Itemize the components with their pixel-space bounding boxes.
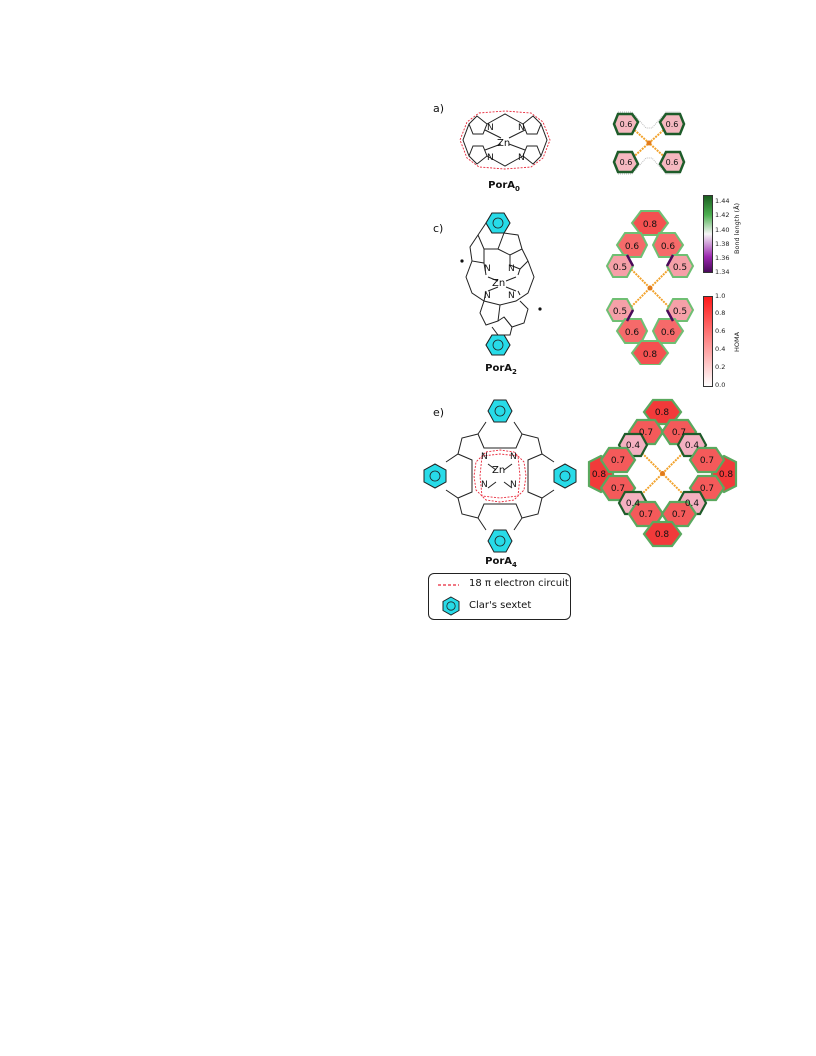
homa-map-pora0: 0.6 0.6 0.6 0.6 [612,111,686,175]
homa-value: 0.4 [685,441,700,451]
zn-atom: Zn [492,278,506,289]
n-atom: N [484,264,491,274]
legend: 18 π electron circuit Clar's sextet [428,573,571,620]
n-atom: N [484,291,491,301]
homa-value: 0.8 [655,530,670,540]
homa-value: 0.8 [643,220,658,230]
molecule-name-pora0: PorA0 [488,180,520,193]
bond-length-colorbar-title: Bond length (Å) [733,202,741,254]
homa-value: 0.4 [626,499,641,509]
colorbar-tick: 0.2 [715,363,726,371]
n-atom: N [487,123,494,133]
zn-atom: Zn [497,138,511,149]
n-atom: N [481,480,488,490]
homa-value: 0.6 [625,328,640,338]
homa-value: 0.5 [673,307,687,317]
homa-value: 0.8 [592,470,607,480]
homa-value: 0.6 [625,242,640,252]
n-atom: N [518,153,525,163]
homa-value: 0.7 [611,484,625,494]
homa-colorbar [703,296,713,387]
legend-sextet-label: Clar's sextet [469,600,532,611]
homa-value: 0.8 [643,350,658,360]
colorbar-tick: 1.36 [715,254,730,262]
pora4-structure [423,399,577,553]
homa-value: 0.6 [666,158,679,167]
homa-value: 0.6 [661,328,676,338]
panel-label-e: e) [433,406,445,419]
n-atom: N [510,452,517,462]
homa-value: 0.5 [673,263,687,273]
homa-value: 0.7 [639,428,653,438]
homa-map-pora2: 0.8 0.6 0.6 0.5 0.5 0.5 0.5 0.6 0.6 0.8 [605,210,695,365]
homa-value: 0.6 [661,242,676,252]
colorbar-tick: 0.6 [715,327,726,335]
n-atom: N [510,480,517,490]
pora0-structure [459,110,551,170]
bond-length-colorbar [703,195,713,273]
homa-value: 0.7 [639,510,653,520]
homa-value: 0.7 [672,510,686,520]
n-atom: N [508,291,515,301]
n-atom: N [508,264,515,274]
homa-value: 0.7 [700,456,714,466]
molecule-name-pora2: PorA2 [485,363,517,376]
homa-colorbar-title: HOMA [733,331,741,352]
homa-value: 0.6 [666,120,679,129]
colorbar-tick: 1.38 [715,240,730,248]
colorbar-tick: 0.4 [715,345,726,353]
homa-value: 0.7 [700,484,714,494]
colorbar-tick: 1.40 [715,226,730,234]
homa-value: 0.5 [613,307,627,317]
panel-label-c: c) [433,222,444,235]
colorbar-tick: 0.0 [715,381,726,389]
homa-value: 0.8 [719,470,734,480]
circuit-dash-icon [438,584,459,586]
n-atom: N [481,452,488,462]
legend-circuit-label: 18 π electron circuit [469,578,569,589]
colorbar-tick: 1.34 [715,268,730,276]
colorbar-tick: 1.44 [715,197,730,205]
homa-value: 0.4 [626,441,641,451]
homa-value: 0.7 [611,456,625,466]
colorbar-tick: 0.8 [715,309,726,317]
sextet-hexagon-icon [442,596,460,616]
panel-label-a: a) [433,102,445,115]
colorbar-tick: 1.42 [715,211,730,219]
homa-value: 0.8 [655,408,670,418]
pora2-structure [460,212,542,356]
homa-value: 0.6 [620,158,633,167]
homa-value: 0.5 [613,263,627,273]
homa-map-pora4: 0.8 0.7 0.7 0.4 0.4 0.8 0.7 0.7 0.8 0.7 … [587,398,738,548]
homa-value: 0.7 [672,428,686,438]
n-atom: N [487,153,494,163]
homa-value: 0.4 [685,499,700,509]
molecule-name-pora4: PorA4 [485,556,517,569]
n-atom: N [518,123,525,133]
colorbar-tick: 1.0 [715,292,726,300]
homa-value: 0.6 [620,120,633,129]
zn-atom: Zn [492,465,506,476]
